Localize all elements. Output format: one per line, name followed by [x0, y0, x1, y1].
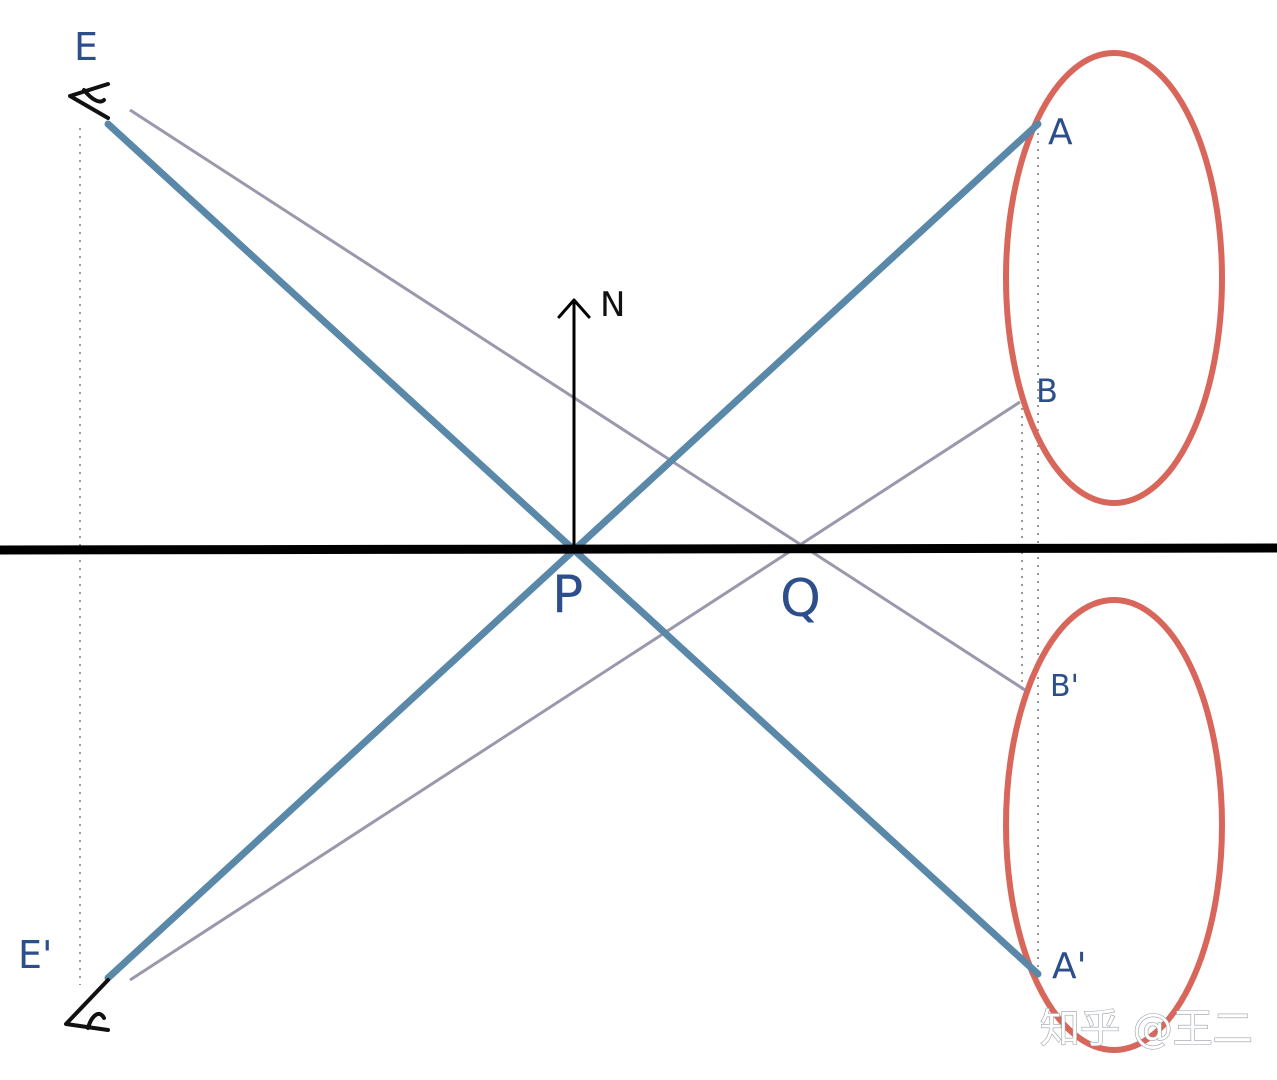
- eye-icon: [68, 82, 110, 120]
- reflection-ellipse: [1003, 597, 1225, 1053]
- label-e: E: [74, 25, 98, 69]
- object-ellipse: [1003, 50, 1225, 506]
- label-q: Q: [780, 569, 821, 629]
- reflected-eye-icon: [64, 978, 110, 1032]
- watermark: 知乎 @王二: [1040, 1006, 1253, 1052]
- label-b: B: [1036, 372, 1058, 410]
- gray-ray-e-to-bprime: [129, 108, 1026, 692]
- mirror-line: [0, 543, 1277, 555]
- label-a: A: [1048, 112, 1073, 153]
- label-n: N: [600, 285, 625, 325]
- gray-ray-eprime-to-b: [129, 400, 1021, 982]
- label-e-prime: E': [18, 933, 52, 977]
- label-a-prime: A': [1052, 946, 1087, 987]
- label-b-prime: B': [1050, 669, 1079, 704]
- label-p: P: [552, 565, 583, 625]
- normal-arrow-head-icon: [557, 298, 591, 319]
